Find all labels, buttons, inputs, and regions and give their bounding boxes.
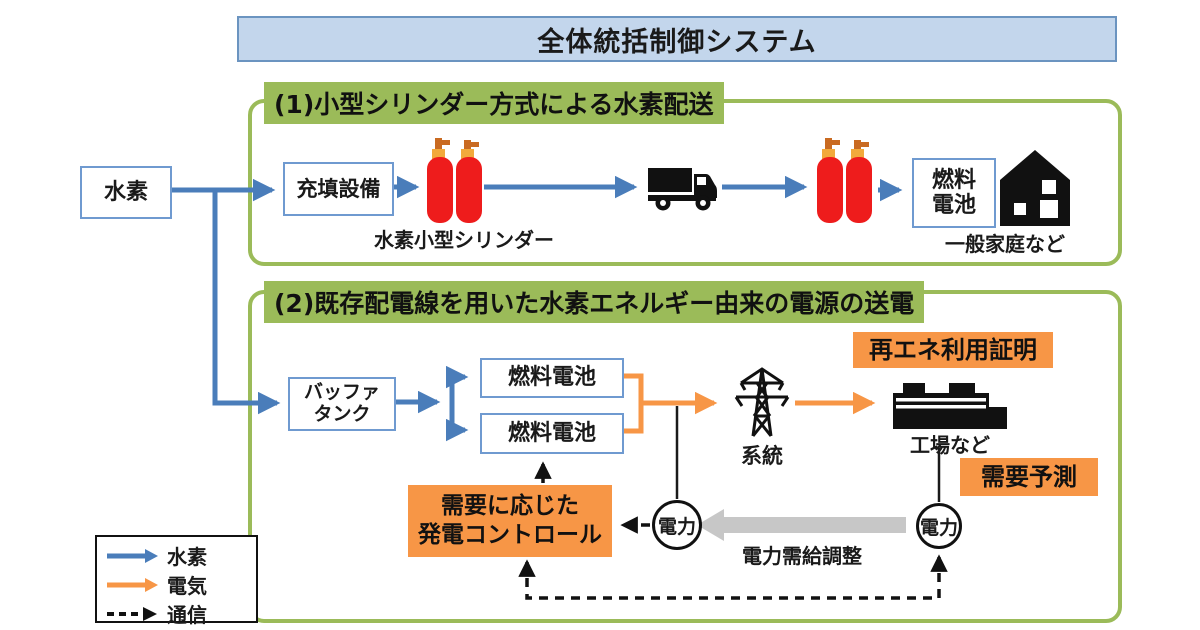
power-tap-lines: [675, 406, 941, 502]
buffer-tank-box: バッファ タンク: [288, 377, 396, 431]
fuel-cell-top-label: 燃料電池: [507, 365, 596, 391]
legend-comm-label: 通信: [167, 603, 207, 627]
demand-forecast-box: 需要予測: [960, 458, 1098, 496]
power-node-right: 電力: [916, 503, 962, 549]
hydrogen-source-box: 水素: [80, 166, 172, 219]
hydrogen-flow-arrows: [168, 175, 903, 442]
adjustment-caption: 電力需給調整: [742, 544, 862, 568]
grid-caption: 系統: [741, 444, 783, 468]
household-caption: 一般家庭など: [945, 232, 1065, 256]
legend-row-electric: 電気: [105, 570, 248, 599]
factory-caption: 工場など: [910, 433, 990, 457]
filling-facility-box: 充填設備: [283, 162, 394, 216]
fuel-cell-s1-line1: 燃料: [931, 167, 976, 193]
generation-control-box: 需要に応じた 発電コントロール: [408, 485, 612, 557]
fuel-cell-bottom-label: 燃料電池: [507, 420, 596, 446]
renewable-cert-label: 再エネ利用証明: [869, 336, 1037, 364]
banner-title: 全体統括制御システム: [537, 26, 817, 58]
legend-hydrogen-arrow-icon: [107, 548, 158, 563]
fuel-cell-box-top: 燃料電池: [480, 358, 624, 398]
delivery-truck-icon: [646, 164, 720, 218]
power-left-label: 電力: [657, 515, 696, 538]
hydrogen-cylinders-icon: [426, 134, 484, 228]
generation-control-line2: 発電コントロール: [418, 522, 602, 548]
legend-hydrogen-label: 水素: [167, 545, 207, 569]
transmission-tower-icon: [733, 366, 791, 444]
power-right-label: 電力: [919, 516, 958, 539]
section1-header: (1)小型シリンダー方式による水素配送: [264, 82, 724, 124]
buffer-tank-line1: バッファ: [303, 381, 380, 404]
factory-icon: [893, 383, 1007, 435]
fuel-cell-s1-line2: 電池: [931, 193, 976, 218]
overall-control-system-banner: 全体統括制御システム: [237, 16, 1117, 62]
supply-demand-gray-arrow: [697, 509, 906, 541]
hydrogen-source-label: 水素: [103, 179, 148, 205]
demand-forecast-label: 需要予測: [981, 463, 1077, 491]
buffer-tank-line2: タンク: [313, 403, 371, 425]
generation-control-line1: 需要に応じた: [441, 493, 579, 520]
electric-flow-arrows: [621, 373, 876, 434]
legend-electric-arrow-icon: [107, 577, 158, 592]
filling-facility-label: 充填設備: [296, 176, 381, 201]
legend-electric-label: 電気: [167, 574, 207, 598]
cylinder-caption: 水素小型シリンダー: [374, 228, 554, 252]
legend-comm-arrow-icon: [107, 606, 157, 621]
fuel-cell-box-bottom: 燃料電池: [480, 413, 624, 454]
communication-dashed-arrows: [518, 461, 948, 600]
hydrogen-cylinders-icon-2: [816, 134, 874, 228]
section2-header: (2)既存配電線を用いた水素エネルギー由来の電源の送電: [264, 281, 925, 323]
renewable-cert-box: 再エネ利用証明: [853, 332, 1053, 368]
house-icon: [1000, 150, 1070, 232]
legend-row-hydrogen: 水素: [105, 541, 248, 570]
fuel-cell-box-s1: 燃料 電池: [912, 158, 996, 228]
legend-row-comm: 通信: [105, 599, 248, 628]
legend-box: 水素 電気 通信: [95, 535, 258, 627]
power-node-left: 電力: [652, 500, 702, 550]
